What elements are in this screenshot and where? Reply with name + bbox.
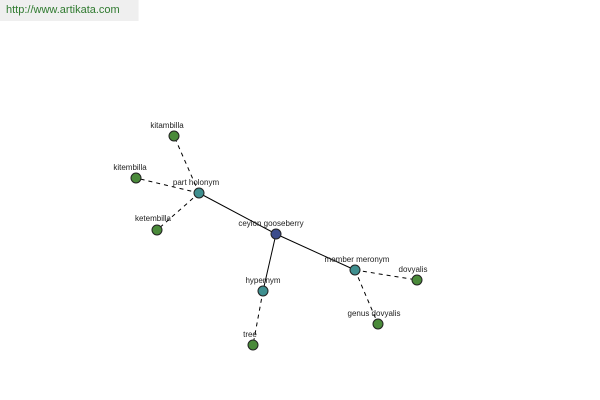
node-label-tree[interactable]: tree bbox=[243, 330, 257, 339]
node-kitembilla[interactable] bbox=[130, 172, 142, 184]
labels-layer: ceylon gooseberry part holonym member mero… bbox=[113, 121, 427, 339]
node-label-kitembilla[interactable]: kitembilla bbox=[113, 163, 147, 172]
edge-member-meronym-to-dovyalis bbox=[354, 269, 418, 281]
edge-ceylon-gooseberry-to-member-meronym bbox=[275, 233, 356, 271]
edge-ceylon-gooseberry-to-part-holonym bbox=[198, 192, 277, 235]
node-label-part-holonym[interactable]: part holonym bbox=[173, 178, 220, 187]
node-label-ketembilla[interactable]: ketembilla bbox=[135, 214, 172, 223]
node-genus-dovyalis[interactable] bbox=[372, 318, 384, 330]
node-label-member-meronym[interactable]: member meronym bbox=[325, 255, 390, 264]
node-dovyalis[interactable] bbox=[411, 274, 423, 286]
node-label-dovyalis[interactable]: dovyalis bbox=[399, 265, 428, 274]
node-label-genus-dovyalis[interactable]: genus dovyalis bbox=[348, 309, 401, 318]
url-banner: http://www.artikata.com bbox=[0, 0, 139, 21]
node-ceylon-gooseberry[interactable] bbox=[270, 228, 282, 240]
edges-layer bbox=[135, 135, 418, 346]
url-link[interactable]: http://www.artikata.com bbox=[6, 4, 120, 16]
edge-part-holonym-to-kitembilla bbox=[135, 177, 200, 194]
nodes-layer bbox=[130, 130, 423, 351]
edge-member-meronym-to-genus-dovyalis bbox=[354, 269, 379, 325]
node-tree[interactable] bbox=[247, 339, 259, 351]
node-hypernym[interactable] bbox=[257, 285, 269, 297]
node-label-kitambilla[interactable]: kitambilla bbox=[150, 121, 184, 130]
node-member-meronym[interactable] bbox=[349, 264, 361, 276]
node-label-ceylon-gooseberry[interactable]: ceylon gooseberry bbox=[238, 219, 303, 228]
node-label-hypernym[interactable]: hypernym bbox=[245, 276, 280, 285]
edge-ceylon-gooseberry-to-hypernym bbox=[262, 233, 277, 292]
edge-part-holonym-to-ketembilla bbox=[156, 192, 200, 231]
edge-part-holonym-to-kitambilla bbox=[173, 135, 200, 194]
node-part-holonym[interactable] bbox=[193, 187, 205, 199]
node-kitambilla[interactable] bbox=[168, 130, 180, 142]
edge-hypernym-to-tree bbox=[252, 290, 264, 346]
node-ketembilla[interactable] bbox=[151, 224, 163, 236]
